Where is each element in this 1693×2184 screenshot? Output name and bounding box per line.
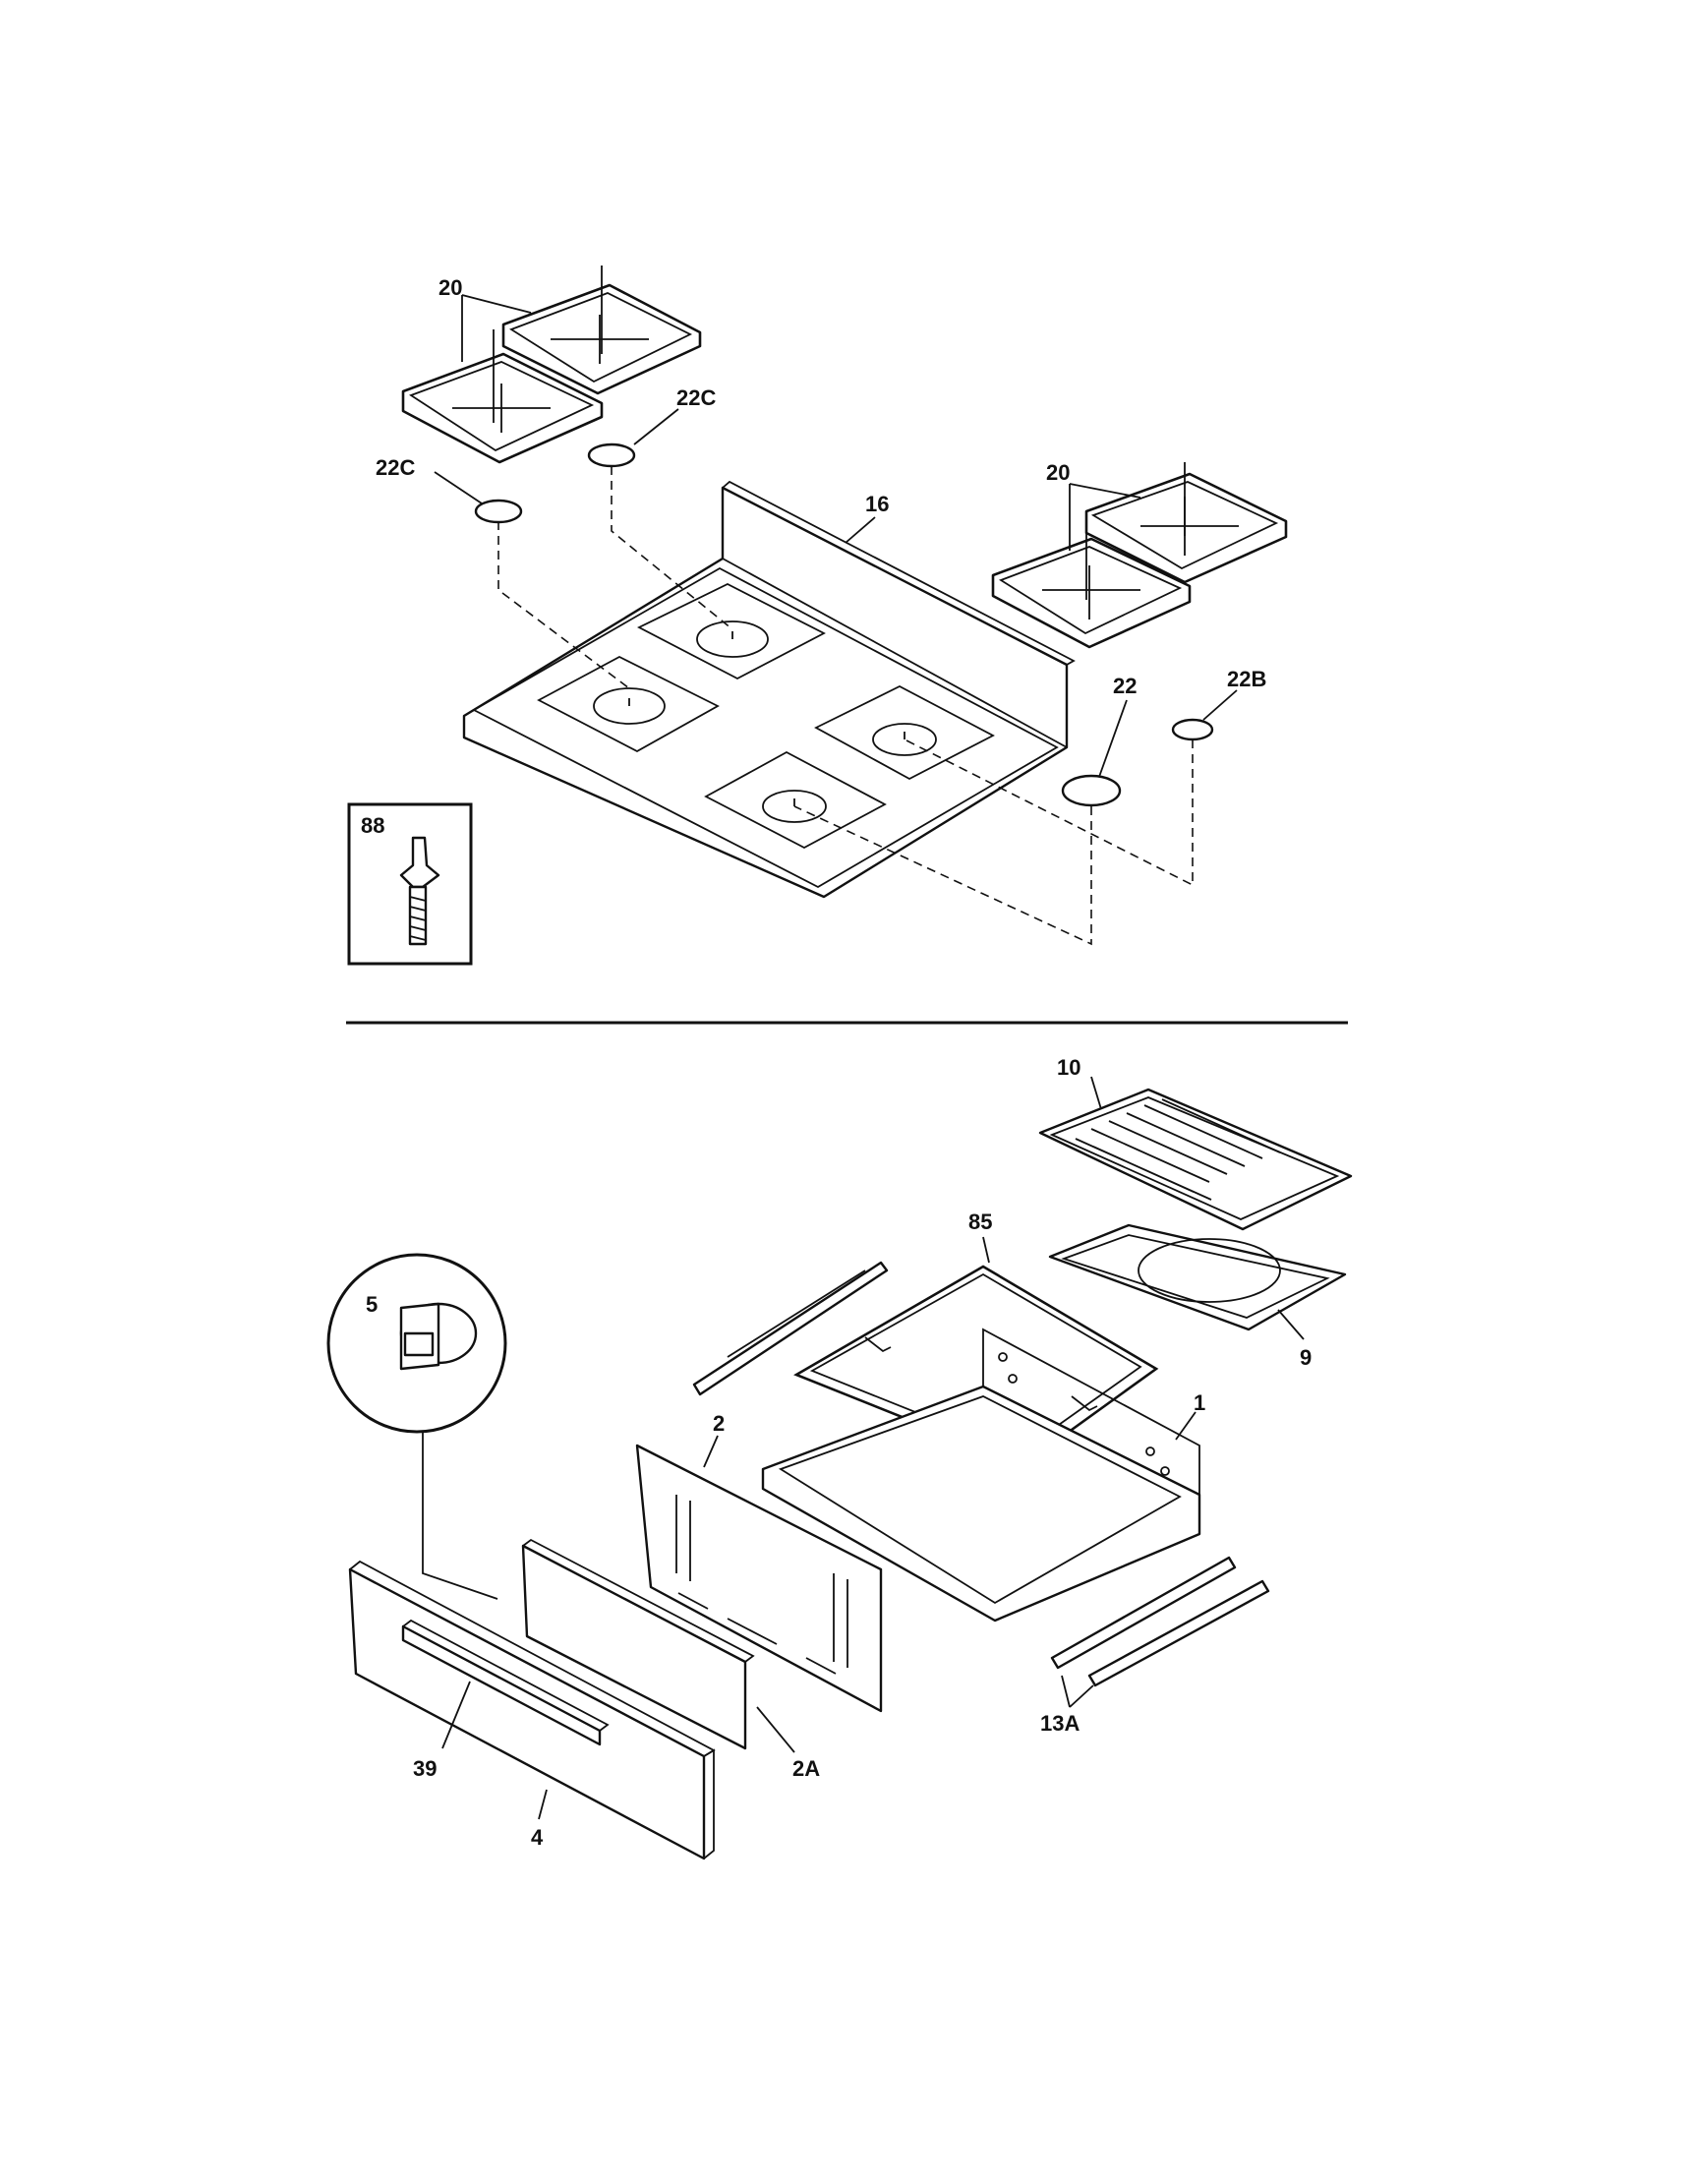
leader-1 [1175, 1411, 1197, 1441]
leader-85 [982, 1236, 990, 1264]
left-burner-grates [401, 266, 702, 464]
right-drawer-slides [1050, 1556, 1270, 1687]
cooktop-assembly: 20 22C 22C 16 20 22 22B 88 [347, 266, 1288, 966]
leader-20-right [1069, 483, 1141, 551]
leader-22c-right [633, 408, 679, 445]
leader-22 [1098, 699, 1128, 778]
burner-cap-22b [1171, 718, 1214, 741]
leader-20-left [461, 294, 532, 362]
callout-2a: 2A [792, 1756, 820, 1781]
leader-22c-left [434, 471, 483, 504]
drawer-front-panel [348, 1560, 716, 1860]
left-drawer-slide [692, 1261, 889, 1396]
callout-22b: 22B [1227, 667, 1266, 691]
callout-9: 9 [1300, 1345, 1312, 1370]
callout-1: 1 [1194, 1390, 1205, 1415]
leader-39 [441, 1681, 471, 1749]
callout-39: 39 [413, 1756, 437, 1781]
leader-2a [756, 1706, 795, 1753]
broiler-rack [1038, 1088, 1353, 1231]
right-burner-grates [991, 462, 1288, 649]
drawer-body [761, 1328, 1201, 1623]
burner-cap-22c-left [474, 499, 523, 524]
callout-16: 16 [865, 492, 889, 516]
callout-22: 22 [1113, 674, 1137, 698]
burner-cap-22 [1061, 774, 1122, 807]
callout-85: 85 [968, 1210, 992, 1234]
leader-16 [845, 516, 876, 544]
callout-5: 5 [366, 1292, 378, 1317]
callout-88: 88 [361, 813, 384, 838]
inset-88-screw: 88 [347, 802, 473, 966]
callout-20-left: 20 [438, 275, 462, 300]
broiler-drawer-assembly: 10 9 85 1 [326, 1055, 1353, 1860]
leader-2 [703, 1435, 719, 1468]
callout-20-right: 20 [1046, 460, 1070, 485]
callout-2: 2 [713, 1411, 725, 1436]
broiler-pan [1048, 1223, 1347, 1331]
callout-13a: 13A [1040, 1711, 1080, 1736]
leader-22b [1202, 689, 1238, 721]
burner-cap-22c-right [587, 443, 636, 468]
alignment-lines [497, 466, 1194, 946]
leader-9 [1277, 1309, 1305, 1340]
leader-13a [1061, 1675, 1094, 1708]
drawer-inner-panel [635, 1444, 883, 1713]
cooktop-main-top [462, 480, 1076, 899]
callout-4: 4 [531, 1825, 544, 1850]
callout-22c-right: 22C [676, 385, 716, 410]
callout-10: 10 [1057, 1055, 1080, 1080]
leader-4 [538, 1789, 548, 1820]
inset-5-knob: 5 [326, 1253, 507, 1600]
callout-22c-left: 22C [376, 455, 415, 480]
drawer-front-liner [521, 1538, 755, 1750]
leader-10 [1090, 1076, 1102, 1110]
